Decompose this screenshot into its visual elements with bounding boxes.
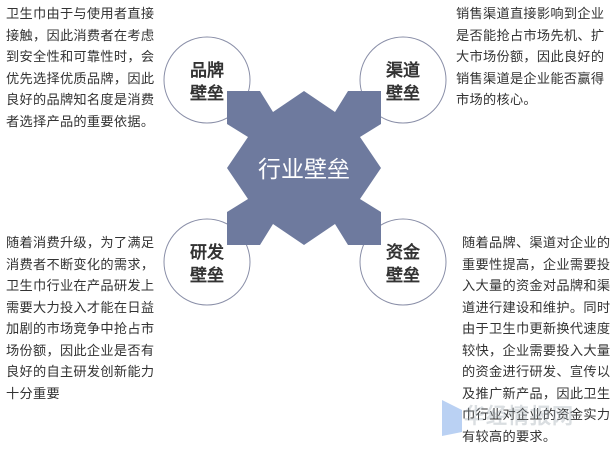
circle-brand-line1: 品牌 [190,60,224,81]
circle-rd-line2: 壁垒 [190,265,224,286]
four-way-arrow-shape [227,91,381,245]
channel-barrier-description: 销售渠道直接影响到企业是否能抢占市场先机、扩大市场份额，因此良好的销售渠道是企业… [456,7,605,108]
capital-barrier-description: 随着品牌、渠道对企业的重要性提高，企业需要投入大量的资金对品牌和渠道进行建设和维… [462,236,611,445]
circle-capital-line1: 资金 [386,242,421,263]
circle-channel-line2: 壁垒 [386,83,420,104]
circle-channel: 渠道 壁垒 [359,36,447,124]
circle-brand-line2: 壁垒 [190,83,224,104]
circle-capital: 资金 壁垒 [359,218,447,306]
circle-capital-line2: 壁垒 [386,265,420,286]
center-label: 行业壁垒 [258,157,350,183]
circle-channel-line1: 渠道 [385,60,420,81]
circle-rd-line1: 研发 [190,242,225,263]
brand-barrier-description: 卫生巾由于与使用者直接接触，因此消费者在考虑到安全性和可靠性时，会优先选择优质品… [6,7,155,130]
rd-barrier-description: 随着消费升级，为了满足消费者不断变化的需求，卫生巾行业在产品研发上需要大力投入才… [6,236,155,402]
